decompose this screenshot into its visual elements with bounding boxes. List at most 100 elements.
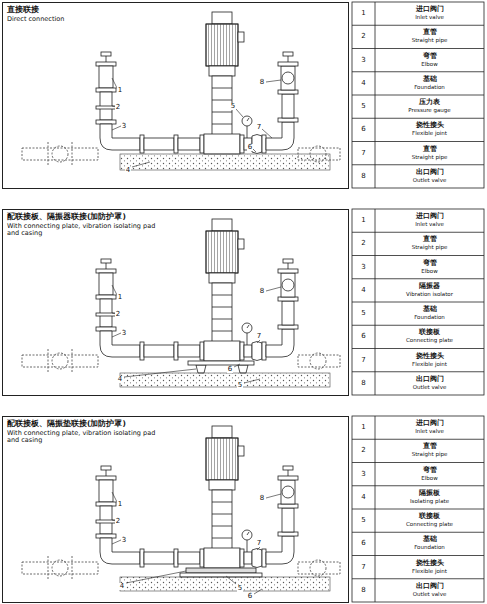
table-name-en: Connecting plate bbox=[375, 522, 484, 528]
table-name-en: Flexible joint bbox=[375, 131, 484, 137]
callout-number: 6 bbox=[227, 366, 233, 373]
table-name-en: Outlet valve bbox=[375, 385, 484, 391]
table-name-zh: 基础 bbox=[375, 536, 484, 543]
panel-subheading: With connecting plate, vibration isolati… bbox=[7, 430, 157, 445]
table-number: 2 bbox=[352, 33, 375, 40]
table-number: 8 bbox=[352, 380, 375, 387]
callout-number: 8 bbox=[259, 79, 265, 86]
callout-number: 5 bbox=[237, 585, 243, 592]
table-name-en: Straight pipe bbox=[375, 38, 484, 44]
table-number: 3 bbox=[352, 57, 375, 64]
table-name-zh: 隔振器 bbox=[375, 283, 484, 290]
table-name-en: Flexible joint bbox=[375, 569, 484, 575]
table-name-en: Outlet valve bbox=[375, 592, 484, 598]
panel-box: 配联接板、隔振垫联接(加防护罩)With connecting plate, v… bbox=[2, 416, 349, 603]
table-number: 8 bbox=[352, 173, 375, 180]
callout-number: 7 bbox=[256, 124, 262, 131]
table-name-zh: 出口阀门 bbox=[375, 583, 484, 590]
table-name-en: Elbow bbox=[375, 476, 484, 482]
callout-number: 4 bbox=[117, 376, 123, 383]
table-number: 5 bbox=[352, 103, 375, 110]
table-number: 7 bbox=[352, 564, 375, 571]
table-number: 5 bbox=[352, 517, 375, 524]
table-name-en: Foundation bbox=[375, 545, 484, 551]
table-number: 1 bbox=[352, 10, 375, 17]
table-name-en: Inlet valve bbox=[375, 222, 484, 228]
callout-number: 2 bbox=[115, 518, 121, 525]
callout-number: 2 bbox=[115, 311, 121, 318]
table-name-en: Foundation bbox=[375, 315, 484, 321]
panel-box: 直接联接Direct connection bbox=[2, 2, 349, 189]
table-name-en: Isolating plate bbox=[375, 499, 484, 505]
callout-number: 4 bbox=[125, 167, 131, 174]
table-name-zh: 弯管 bbox=[375, 53, 484, 60]
callout-number: 1 bbox=[117, 87, 123, 94]
table-number: 5 bbox=[352, 310, 375, 317]
table-name-en: Straight pipe bbox=[375, 452, 484, 458]
callout-number: 1 bbox=[117, 501, 123, 508]
callout-number: 3 bbox=[121, 537, 127, 544]
table-name-en: Straight pipe bbox=[375, 155, 484, 161]
table-number: 2 bbox=[352, 240, 375, 247]
table-name-zh: 弯管 bbox=[375, 260, 484, 267]
table-name-zh: 隔振板 bbox=[375, 490, 484, 497]
table-name-zh: 挠性接头 bbox=[375, 353, 484, 360]
callout-number: 3 bbox=[121, 123, 127, 130]
table-number: 3 bbox=[352, 471, 375, 478]
table-name-en: Connecting plate bbox=[375, 338, 484, 344]
panel-subheading: Direct connection bbox=[7, 16, 157, 23]
table-number: 4 bbox=[352, 494, 375, 501]
table-name-en: Outlet valve bbox=[375, 178, 484, 184]
table-name-zh: 挠性接头 bbox=[375, 560, 484, 567]
table-name-en: Elbow bbox=[375, 269, 484, 275]
table-name-en: Foundation bbox=[375, 85, 484, 91]
table-name-zh: 直管 bbox=[375, 236, 484, 243]
callout-number: 6 bbox=[247, 144, 253, 151]
table-name-zh: 基础 bbox=[375, 76, 484, 83]
table-number: 1 bbox=[352, 217, 375, 224]
table-name-zh: 进口阀门 bbox=[375, 6, 484, 13]
callout-number: 5 bbox=[230, 103, 236, 110]
callout-number: 7 bbox=[256, 333, 262, 340]
table-name-en: Pressure gauge bbox=[375, 108, 484, 114]
callout-number: 3 bbox=[121, 330, 127, 337]
table-number: 1 bbox=[352, 424, 375, 431]
table-number: 4 bbox=[352, 287, 375, 294]
table-name-en: Vibration isolator bbox=[375, 292, 484, 298]
table-name-zh: 进口阀门 bbox=[375, 420, 484, 427]
table-name-en: Elbow bbox=[375, 62, 484, 68]
table-name-zh: 基础 bbox=[375, 306, 484, 313]
callout-number: 5 bbox=[237, 382, 243, 389]
callout-number: 1 bbox=[117, 294, 123, 301]
panel-box: 配联接板、隔振器联接(加防护罩)With connecting plate, v… bbox=[2, 209, 349, 396]
table-name-zh: 联接板 bbox=[375, 513, 484, 520]
panel-heading: 直接联接 bbox=[7, 6, 157, 15]
table-number: 7 bbox=[352, 150, 375, 157]
table-name-zh: 出口阀门 bbox=[375, 169, 484, 176]
table-name-en: Straight pipe bbox=[375, 245, 484, 251]
callout-number: 8 bbox=[259, 495, 265, 502]
table-name-zh: 直管 bbox=[375, 146, 484, 153]
table-name-zh: 进口阀门 bbox=[375, 213, 484, 220]
table-name-en: Inlet valve bbox=[375, 15, 484, 21]
table-name-en: Inlet valve bbox=[375, 429, 484, 435]
panel-heading: 配联接板、隔振垫联接(加防护罩) bbox=[7, 420, 157, 429]
table-number: 4 bbox=[352, 80, 375, 87]
callout-number: 6 bbox=[247, 593, 253, 600]
table-number: 2 bbox=[352, 447, 375, 454]
table-name-zh: 直管 bbox=[375, 443, 484, 450]
callout-number: 8 bbox=[259, 288, 265, 295]
callout-number: 2 bbox=[115, 104, 121, 111]
table-name-zh: 直管 bbox=[375, 29, 484, 36]
table-number: 6 bbox=[352, 333, 375, 340]
table-number: 6 bbox=[352, 126, 375, 133]
table-number: 8 bbox=[352, 587, 375, 594]
table-name-zh: 联接板 bbox=[375, 329, 484, 336]
panel-heading: 配联接板、隔振器联接(加防护罩) bbox=[7, 213, 157, 222]
table-name-zh: 出口阀门 bbox=[375, 376, 484, 383]
part-table bbox=[352, 2, 484, 602]
table-name-en: Flexible joint bbox=[375, 362, 484, 368]
table-number: 6 bbox=[352, 540, 375, 547]
table-name-zh: 压力表 bbox=[375, 99, 484, 106]
